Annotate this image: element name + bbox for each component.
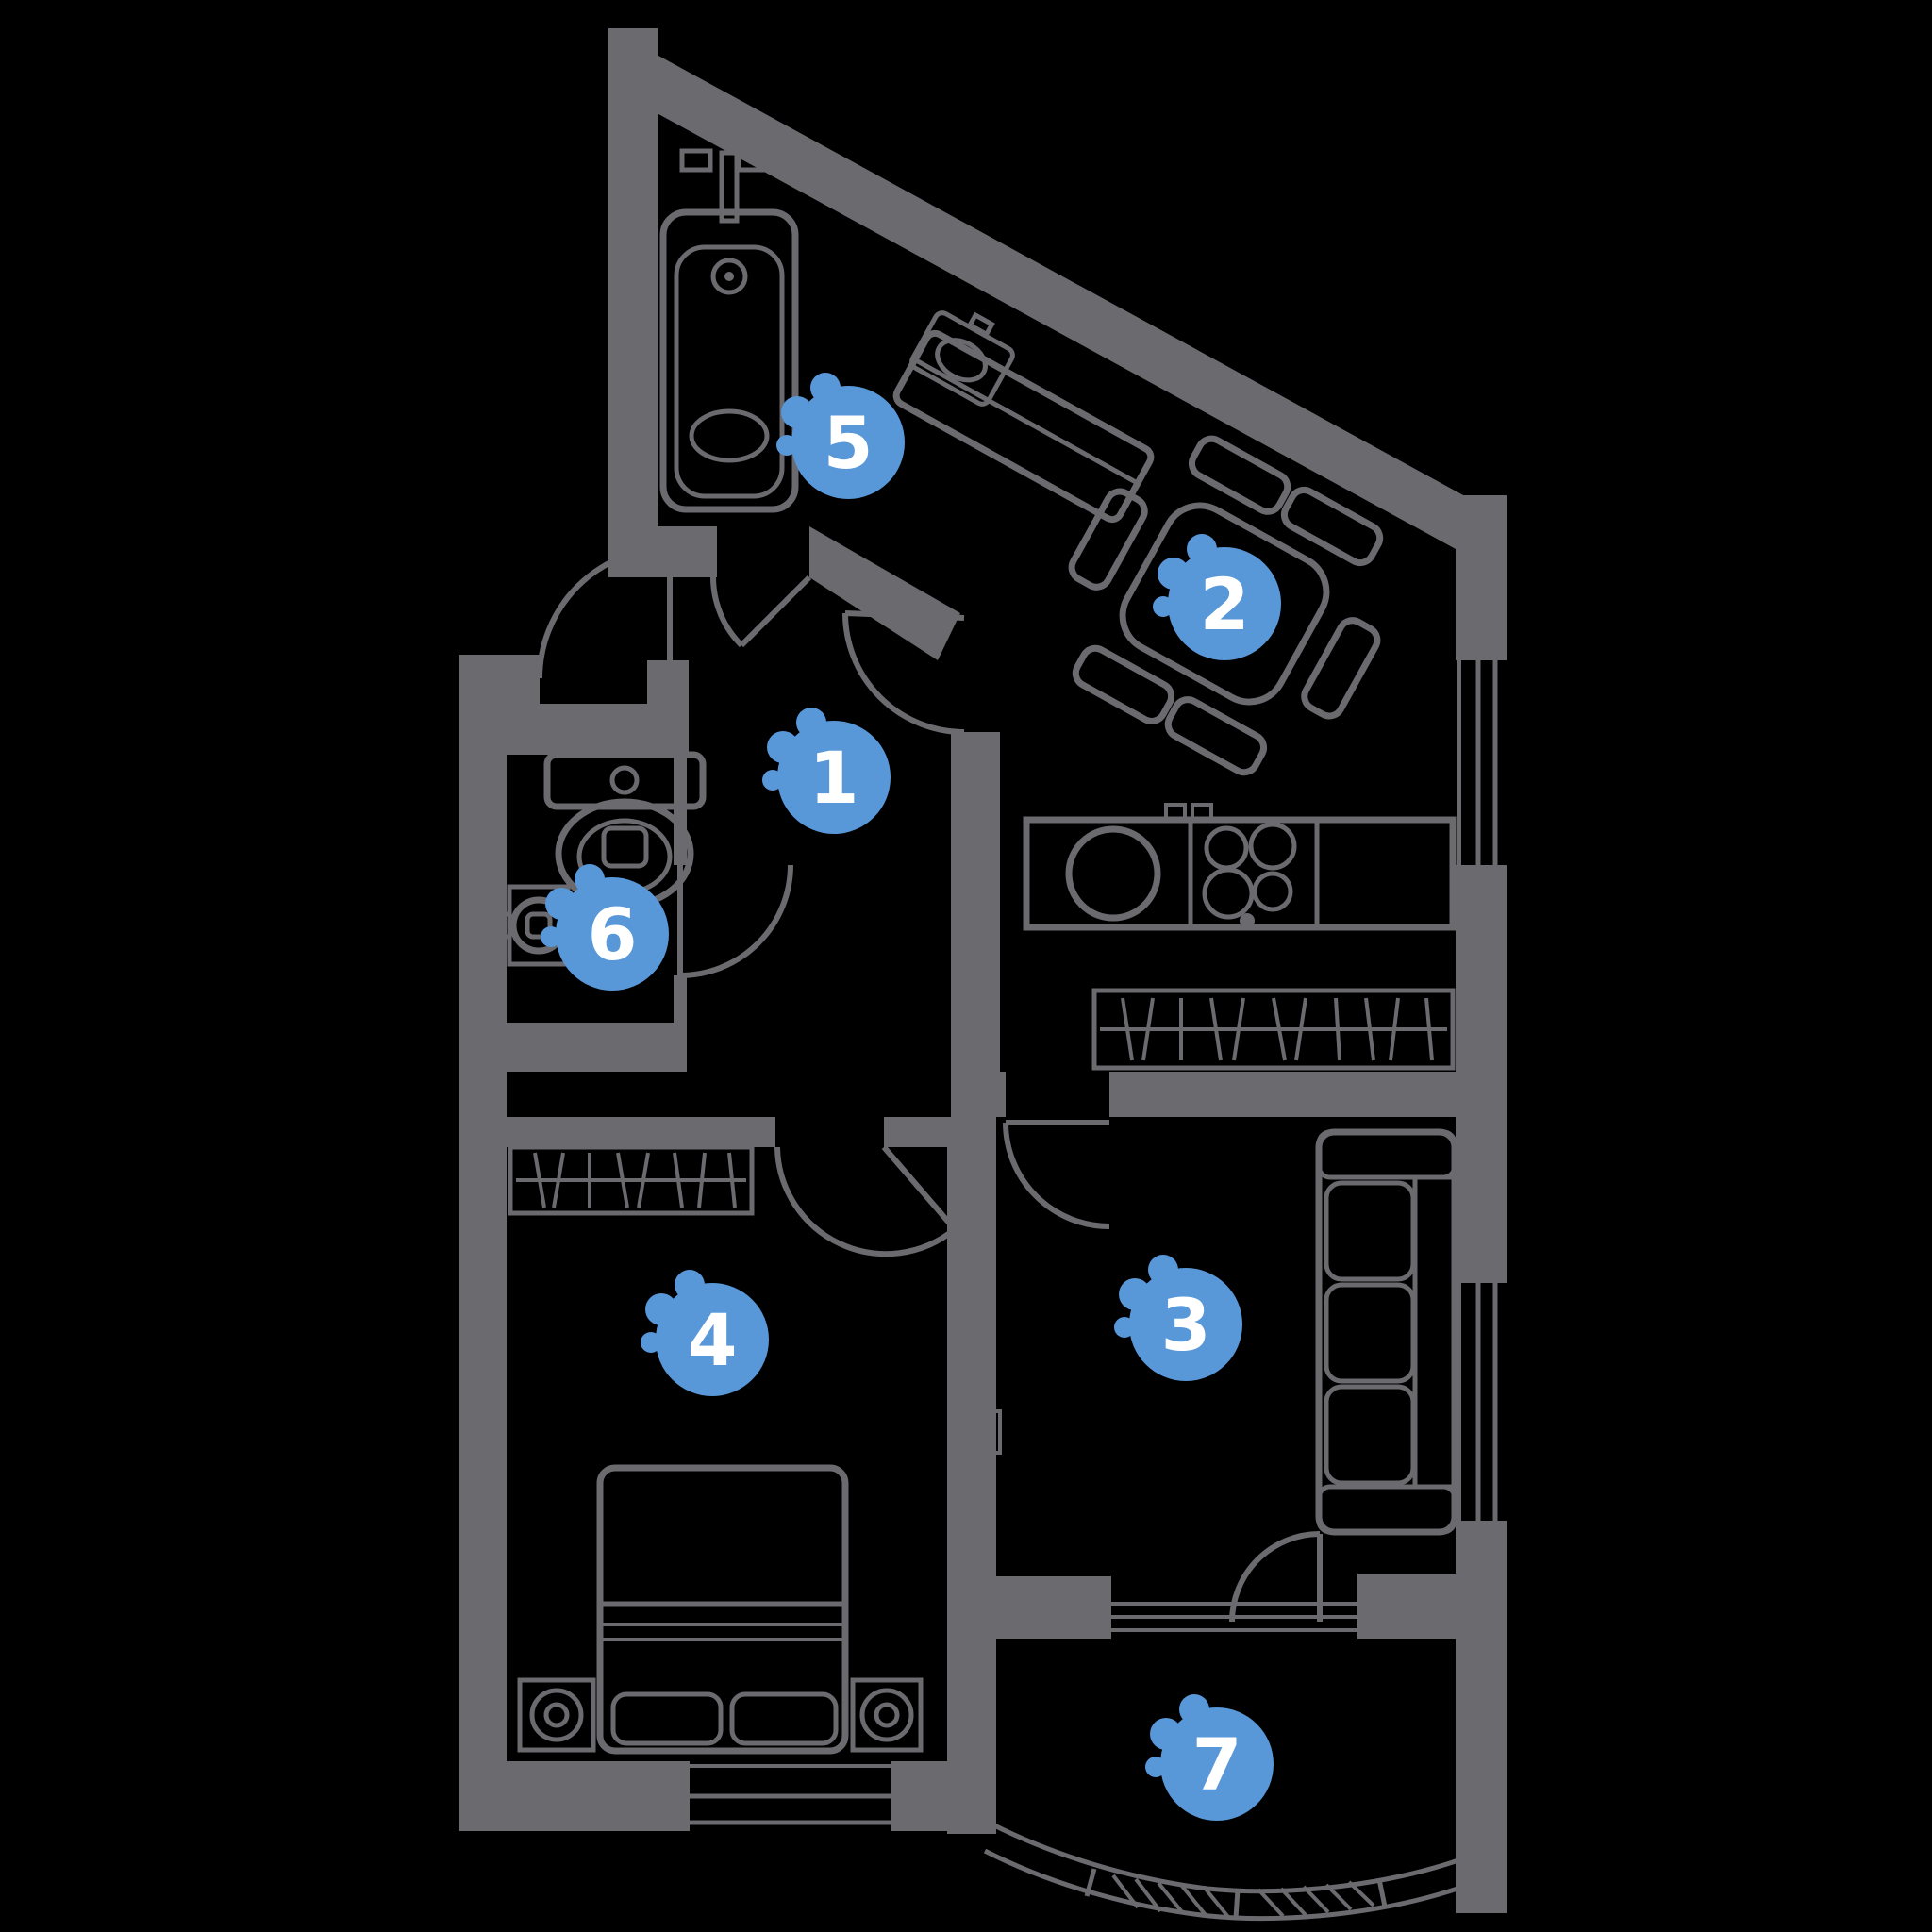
wall-living-bottom-left xyxy=(951,1576,1111,1639)
wall-wc-bottom xyxy=(459,1023,687,1072)
wall-living-top-left xyxy=(951,1072,1006,1117)
marker-living-room[interactable]: 3 xyxy=(1114,1255,1242,1381)
kitchen-counter-icon xyxy=(1023,803,1457,931)
doors xyxy=(537,545,1323,1623)
wall-entry-stub xyxy=(459,655,540,704)
wall-bath-kitchen-diagonal xyxy=(809,526,960,660)
balcony-glazing xyxy=(983,1822,1505,1922)
wall-living-bottom-right xyxy=(1357,1574,1459,1639)
wall-bathroom-bottom xyxy=(608,526,717,577)
marker-toilet[interactable]: 6 xyxy=(541,864,669,991)
wall-bathroom-left xyxy=(608,28,658,528)
tv-icon xyxy=(969,1357,1002,1505)
marker-number: 6 xyxy=(588,892,638,976)
marker-bathroom[interactable]: 5 xyxy=(776,373,905,499)
sofa-icon xyxy=(1315,1128,1458,1536)
dining-table-icon xyxy=(1068,435,1384,776)
wall-diagonal-top xyxy=(608,28,1507,577)
entry-door xyxy=(537,545,673,679)
toilet-icon xyxy=(543,751,707,909)
room-markers: 1 2 3 4 5 6 7 xyxy=(541,373,1281,1821)
kitchen-door xyxy=(842,610,965,735)
wall-kitchen-left xyxy=(951,732,1000,1072)
wc-door xyxy=(677,864,793,978)
marker-number: 7 xyxy=(1192,1723,1242,1807)
marker-bedroom[interactable]: 4 xyxy=(641,1270,769,1396)
marker-hallway[interactable]: 1 xyxy=(762,708,891,834)
balcony-door xyxy=(1229,1531,1323,1623)
bathroom-sink-icon xyxy=(909,310,1015,407)
marker-number: 3 xyxy=(1161,1283,1211,1367)
wall-wc-right-lower xyxy=(674,975,687,1023)
bathtub-icon xyxy=(659,148,799,513)
wall-living-top-right xyxy=(1109,1072,1459,1117)
bed-icon xyxy=(596,1464,849,1755)
windows xyxy=(690,660,1507,1831)
kitchen-bench-icon xyxy=(892,329,1155,524)
wall-bedroom-top-left xyxy=(459,1117,775,1147)
marker-kitchen[interactable]: 2 xyxy=(1153,534,1281,660)
bedroom-door xyxy=(774,1145,958,1257)
nightstand-right-icon xyxy=(850,1677,924,1753)
wall-balcony-left xyxy=(947,1639,996,1834)
wall-bedroom-top-right xyxy=(884,1117,953,1147)
marker-number: 1 xyxy=(809,736,859,820)
marker-number: 4 xyxy=(688,1298,738,1382)
bathroom-door xyxy=(710,575,812,648)
wall-left xyxy=(459,704,507,1831)
nightstand-left-icon xyxy=(517,1677,596,1753)
marker-number: 5 xyxy=(824,401,874,485)
marker-number: 2 xyxy=(1200,562,1250,646)
bedroom-closet-icon xyxy=(508,1144,755,1216)
living-door xyxy=(1003,1120,1110,1229)
marker-balcony[interactable]: 7 xyxy=(1145,1694,1274,1821)
hall-closet-icon xyxy=(1091,988,1456,1071)
walls xyxy=(459,28,1507,1913)
